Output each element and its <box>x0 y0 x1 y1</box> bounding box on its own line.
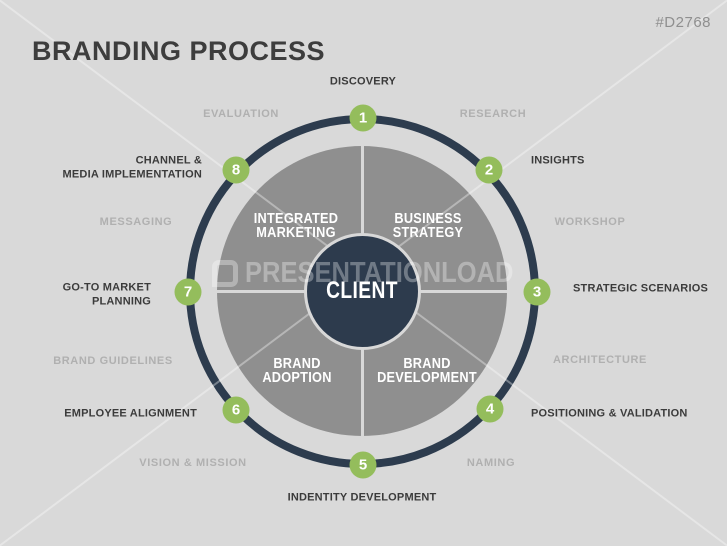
step-badge-8: 8 <box>222 156 250 184</box>
step-label-channel-media-implementation: CHANNEL & MEDIA IMPLEMENTATION <box>62 154 202 181</box>
sub-step-label-vision-mission: VISION & MISSION <box>139 457 247 469</box>
page-title: BRANDING PROCESS <box>32 36 326 66</box>
quadrant-label-brand-adoption: BRAND ADOPTION <box>262 355 332 386</box>
step-label-indentity-development: INDENTITY DEVELOPMENT <box>287 491 437 504</box>
client-label: CLIENT <box>326 277 398 304</box>
step-label-go-to-market-planning: GO-TO MARKET PLANNING <box>62 281 151 308</box>
quadrant-label-business-strategy: BUSINESS STRATEGY <box>392 210 464 241</box>
sub-step-label-research: RESEARCH <box>459 108 527 120</box>
step-label-discovery: DISCOVERY <box>329 75 397 88</box>
sub-step-label-architecture: ARCHITECTURE <box>553 354 647 366</box>
step-label-insights: INSIGHTS <box>531 154 585 167</box>
step-label-employee-alignment: EMPLOYEE ALIGNMENT <box>64 407 197 420</box>
sub-step-label-naming: NAMING <box>466 457 516 469</box>
quadrant-label-integrated-marketing: INTEGRATED MARKETING <box>253 210 339 241</box>
step-badge-6: 6 <box>222 396 250 424</box>
sub-step-label-brand-guidelines: BRAND GUIDELINES <box>53 355 173 367</box>
step-badge-4: 4 <box>476 395 504 423</box>
step-badge-2: 2 <box>475 156 503 184</box>
quadrant-label-brand-development: BRAND DEVELOPMENT <box>377 355 477 386</box>
sub-step-label-evaluation: EVALUATION <box>203 108 279 120</box>
sub-step-label-messaging: MESSAGING <box>99 216 173 228</box>
step-label-strategic-scenarios: STRATEGIC SCENARIOS <box>573 282 708 295</box>
step-badge-5: 5 <box>349 451 377 479</box>
sub-step-label-workshop: WORKSHOP <box>554 216 626 228</box>
client-circle <box>304 233 421 350</box>
step-badge-3: 3 <box>523 278 551 306</box>
slide-code: #D2768 <box>655 14 711 31</box>
step-label-positioning-validation: POSITIONING & VALIDATION <box>531 407 688 420</box>
step-badge-7: 7 <box>174 278 202 306</box>
step-badge-1: 1 <box>349 104 377 132</box>
